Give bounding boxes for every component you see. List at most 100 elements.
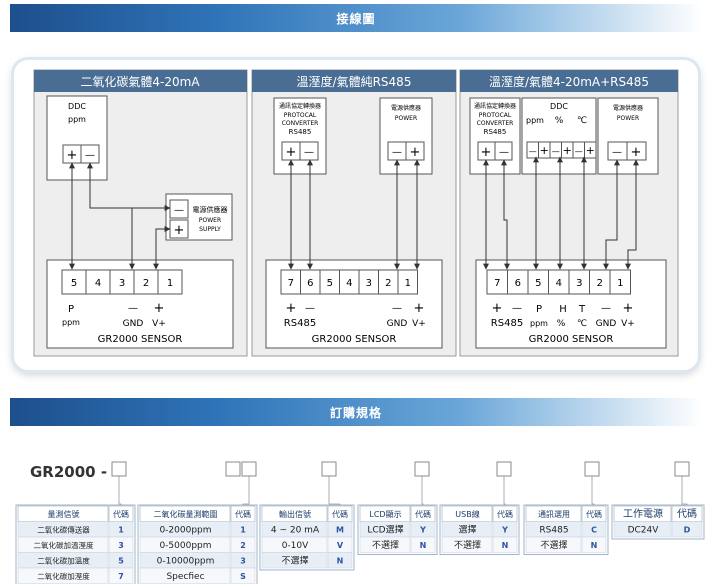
protocol-converter-box [469,97,521,175]
table-row-label: 0-2000ppm [159,526,211,536]
wire-power-plus-to-vplus [153,226,171,270]
terminal-1: 1 [167,278,173,289]
code-slot-box [225,461,241,477]
table-row-label: RS485 [539,526,568,536]
rs485-label: RS485 [491,318,523,329]
table-row-label: 0-10V [282,541,309,551]
power-plus-terminal: + [410,145,421,160]
table-header-code: 代碼 [497,509,513,519]
table-row-label: 二氧化碳加溼度 [37,571,90,581]
terminal-3: 3 [576,278,582,289]
ddc-plus-terminal: + [563,144,572,157]
signal-celsius-label: ℃ [577,319,587,329]
panel-co2-4-20ma: 二氧化碳氣體4-20mA DDC ppm + — — + 電源供應器 POWER… [33,69,248,357]
terminal-2: 2 [143,278,149,289]
gnd-minus-symbol: — [601,303,611,314]
vplus-plus-symbol: + [623,301,634,316]
table-row-label: 不選擇 [281,555,308,567]
signal-ppm-label: ppm [530,319,548,328]
gnd-minus-symbol: — [128,303,138,314]
table-header-label: 二氧化碳量測範圍 [154,509,218,519]
converter-plus-terminal: + [286,145,297,160]
power-supply-label-en2: SUPPLY [199,226,221,233]
converter-plus-terminal: + [481,145,492,160]
converter-label-en1: PROTOCAL [479,112,512,119]
table-row-code: S [240,572,246,581]
table-row-code: N [420,541,427,550]
power-supply-label-cn: 電源供應器 [391,104,421,112]
sensor-name: GR2000 SENSOR [529,334,614,345]
code-slot-box [414,461,430,477]
wiring-diagram-title: 接線圖 [336,11,376,26]
ddc-ppm-label: ppm [526,116,544,125]
table-row-label: DC24V [628,526,660,536]
code-slot-box [321,461,337,477]
table-row-label: 二氧化碳加溫度 [37,556,90,566]
converter-label-cn: 通訊協定轉換器 [474,102,516,110]
table-row-label: 4 ~ 20 mA [271,526,320,536]
power-supply-label-cn: 電源供應器 [193,205,228,214]
vplus-plus-symbol: + [414,301,425,316]
table-row-code: Y [501,526,508,535]
code-slot-box [496,461,512,477]
table-header-code: 代碼 [332,509,348,519]
terminal-4: 4 [346,278,352,289]
wiring-diagram-banner: 接線圖 [10,4,702,32]
table-header-label: 輸出信號 [279,509,311,519]
panel-title: 二氧化碳氣體4-20mA [80,75,200,89]
terminal-6: 6 [515,278,521,289]
ddc-percent-label: % [555,116,564,126]
vplus-plus-symbol: + [154,301,165,316]
wire-ddc-minus-to-gnd [87,162,132,209]
power-supply-label-en: POWER [617,115,639,122]
ddc-minus-terminal: — [552,147,560,156]
table-row-code: Y [419,526,426,535]
table-row-label: 二氧化碳傳送器 [37,525,90,535]
vplus-label: V+ [621,319,635,329]
table-row-code: 5 [118,557,124,566]
table-row-code: 2 [240,541,246,550]
signal-h-label: H [559,304,567,315]
gnd-label: GND [123,319,144,329]
terminal-5: 5 [327,278,333,289]
power-plus-terminal: + [631,145,642,160]
wiring-diagram: 二氧化碳氣體4-20mA DDC ppm + — — + 電源供應器 POWER… [33,69,679,357]
ddc-minus-terminal: — [529,147,537,156]
panel-4-20ma-rs485: 溫溼度/氣體4-20mA+RS485 通訊協定轉換器 PROTOCAL CONV… [459,69,679,357]
signal-p-label: P [536,304,542,315]
ddc-plus-terminal: + [67,148,78,163]
power-supply-label-en: POWER [395,115,417,122]
rs485-minus-symbol: — [512,303,522,314]
ddc-terminal-row: —+—+—+ [526,141,597,159]
table-row-code: N [337,557,344,566]
signal-percent-label: % [557,319,566,329]
wire-converter-minus-to-6 [501,159,510,270]
vplus-label: V+ [152,319,166,329]
terminal-3: 3 [119,278,125,289]
panel-title-bar [460,70,678,92]
protocol-converter-box [273,97,327,175]
table-header-code: 代碼 [113,509,129,519]
converter-label-rs485: RS485 [484,128,507,136]
table-row-code: 3 [240,557,246,566]
ddc-celsius-label: ℃ [577,116,587,126]
table-header-label: 量測信號 [48,509,80,519]
converter-label-rs485: RS485 [289,128,312,136]
table-row-label: 不選擇 [454,539,481,551]
code-slot-box [674,461,690,477]
table-row-code: D [684,526,691,535]
table-header-code: 代碼 [586,509,602,519]
table-row-label: 選擇 [458,524,476,536]
table-row-code: N [502,541,509,550]
terminal-5: 5 [71,278,77,289]
table-row-label: 不選擇 [372,539,399,551]
table-row-code: C [591,526,597,535]
signal-t-label: T [578,304,586,315]
converter-label-en2: CONVERTER [477,120,514,127]
